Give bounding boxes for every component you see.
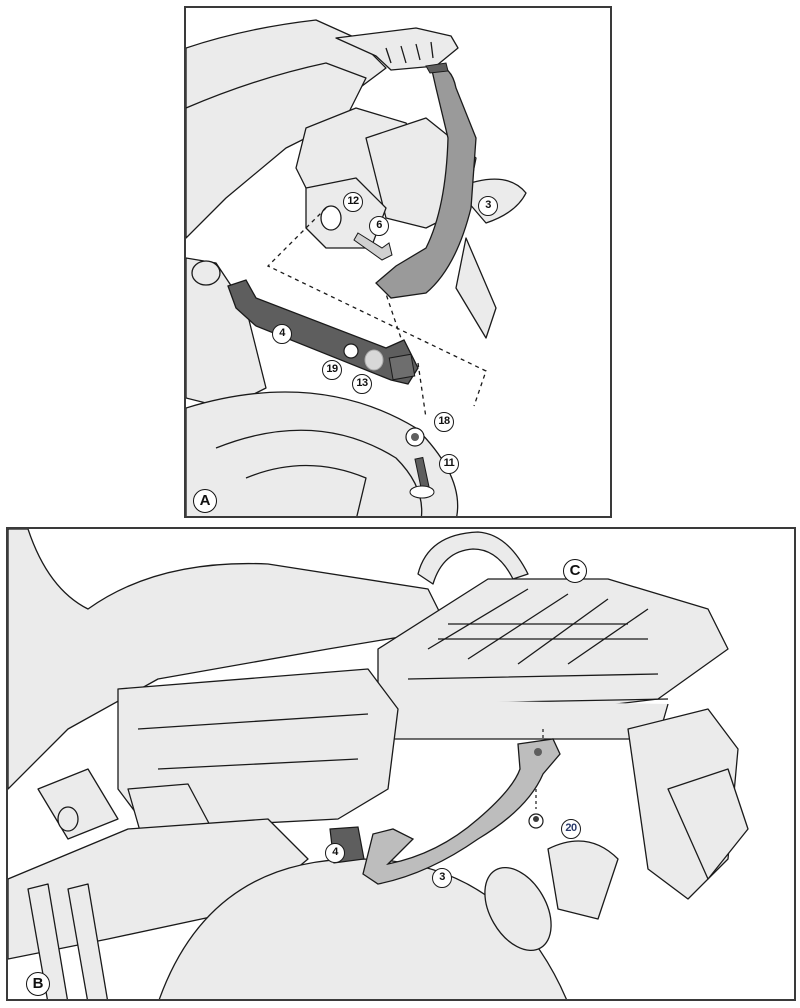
view-label-a: A	[193, 489, 217, 513]
panel-b-illustration	[8, 529, 749, 999]
callout-19: 19	[322, 360, 342, 380]
panel-b: 4 3 20 C B	[6, 527, 796, 1001]
callout-11: 11	[439, 454, 459, 474]
panel-a: 12 6 3 4 19 13 18 11 A	[184, 6, 612, 518]
callout-18: 18	[434, 412, 454, 432]
callout-3: 3	[432, 868, 452, 888]
callout-20: 20	[561, 819, 581, 839]
callout-12: 12	[343, 192, 363, 212]
panel-a-illustration	[186, 19, 527, 516]
callout-4: 4	[272, 324, 292, 344]
callout-3: 3	[478, 196, 498, 216]
callout-13: 13	[352, 374, 372, 394]
callout-6: 6	[369, 216, 389, 236]
bracket-part-3	[375, 65, 477, 299]
view-label-b: B	[26, 972, 50, 996]
rack-label-c: C	[563, 559, 587, 583]
callout-4: 4	[325, 843, 345, 863]
